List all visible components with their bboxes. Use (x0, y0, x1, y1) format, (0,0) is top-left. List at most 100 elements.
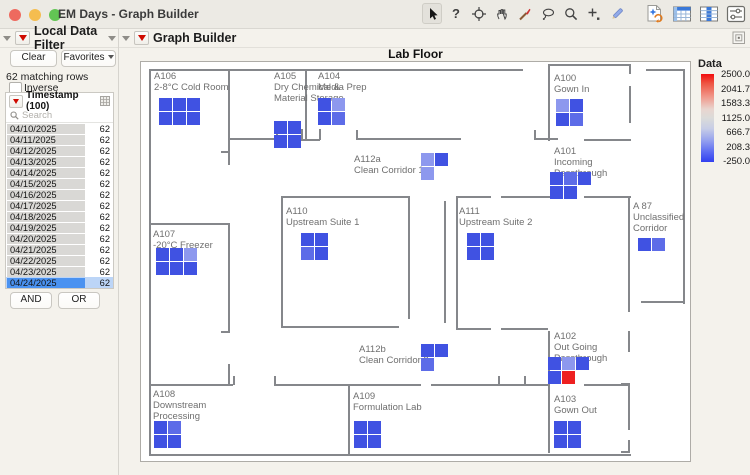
heat-cell[interactable] (554, 435, 567, 448)
heat-cell[interactable] (548, 371, 561, 384)
heat-cell[interactable] (274, 121, 287, 134)
heat-cell[interactable] (154, 435, 167, 448)
heat-cell[interactable] (318, 98, 331, 111)
heat-cell[interactable] (301, 247, 314, 260)
heat-cell[interactable] (354, 421, 367, 434)
legend-gradient-bar[interactable] (701, 74, 714, 162)
heat-cell[interactable] (467, 233, 480, 246)
heat-cell[interactable] (173, 112, 186, 125)
heat-cell[interactable] (156, 248, 169, 261)
heat-cell[interactable] (187, 112, 200, 125)
heat-cell[interactable] (170, 248, 183, 261)
heat-cell[interactable] (652, 238, 665, 251)
grid-view-icon[interactable] (100, 96, 110, 106)
heat-cell[interactable] (170, 262, 183, 275)
detach-report-icon[interactable] (732, 31, 746, 45)
or-button[interactable]: OR (58, 292, 100, 309)
heat-cell[interactable] (315, 247, 328, 260)
heat-cell[interactable] (187, 98, 200, 111)
heat-cell[interactable] (435, 153, 448, 166)
heat-cell[interactable] (562, 357, 575, 370)
annotate-button[interactable] (585, 4, 603, 23)
heat-cell[interactable] (638, 238, 651, 251)
graph-red-triangle-menu[interactable] (134, 31, 149, 45)
heat-cell[interactable] (184, 262, 197, 275)
and-button[interactable]: AND (10, 292, 52, 309)
search-input[interactable]: Search (6, 109, 113, 123)
heat-cell[interactable] (556, 113, 569, 126)
heat-cell[interactable] (301, 233, 314, 246)
heat-cell[interactable] (568, 421, 581, 434)
heat-cell[interactable] (481, 247, 494, 260)
heat-cell[interactable] (318, 112, 331, 125)
heat-cell[interactable] (467, 247, 480, 260)
heat-cell[interactable] (562, 371, 575, 384)
heat-cell[interactable] (315, 233, 328, 246)
heat-cell[interactable] (168, 421, 181, 434)
heat-cell[interactable] (554, 421, 567, 434)
heat-cell[interactable] (568, 435, 581, 448)
data-table-button[interactable] (671, 3, 693, 24)
minimize-window-button[interactable] (29, 9, 41, 21)
heat-cell[interactable] (570, 113, 583, 126)
heat-cell[interactable] (556, 99, 569, 112)
close-window-button[interactable] (9, 9, 21, 21)
collapse-filter-icon[interactable] (3, 35, 11, 41)
heat-cell[interactable] (354, 435, 367, 448)
favorites-button[interactable]: Favorites (61, 50, 116, 67)
control-panel-button[interactable] (725, 3, 747, 24)
filter-red-triangle-menu[interactable] (15, 31, 30, 45)
help-button[interactable]: ? (447, 4, 465, 23)
clear-button[interactable]: Clear (10, 50, 57, 67)
lasso-button[interactable] (539, 4, 557, 23)
crosshair-button[interactable] (470, 4, 488, 23)
heat-cell[interactable] (288, 121, 301, 134)
heat-cell[interactable] (368, 435, 381, 448)
heat-cell[interactable] (173, 98, 186, 111)
filter-dock-icon[interactable] (108, 35, 116, 41)
pencil-button[interactable] (608, 4, 626, 23)
heat-cell[interactable] (421, 344, 434, 357)
heat-cell[interactable] (421, 167, 434, 180)
timestamp-red-triangle-menu[interactable] (9, 94, 23, 108)
heat-cell[interactable] (332, 112, 345, 125)
heat-cell[interactable] (421, 153, 434, 166)
heat-cell[interactable] (421, 358, 434, 371)
heat-cell[interactable] (578, 172, 591, 185)
heat-cell[interactable] (154, 421, 167, 434)
heat-cell[interactable] (288, 135, 301, 148)
heat-cell[interactable] (576, 357, 589, 370)
heat-cell[interactable] (550, 186, 563, 199)
select-cursor-button[interactable] (422, 3, 442, 24)
heat-cell[interactable] (156, 262, 169, 275)
heat-cell[interactable] (332, 98, 345, 111)
grabber-button[interactable] (493, 4, 511, 23)
columns-view-button[interactable] (698, 3, 720, 24)
heat-cell[interactable] (564, 186, 577, 199)
collapse-graph-icon[interactable] (122, 35, 130, 41)
heat-cell[interactable] (570, 99, 583, 112)
heat-cell[interactable] (548, 357, 561, 370)
magnifier-button[interactable] (562, 4, 580, 23)
heat-cell[interactable] (435, 344, 448, 357)
heat-cell[interactable] (564, 172, 577, 185)
rerun-script-button[interactable] (644, 3, 666, 24)
zoom-window-button[interactable] (49, 9, 61, 21)
heat-cell[interactable] (159, 98, 172, 111)
brush-button[interactable] (516, 4, 534, 23)
heat-cell[interactable] (184, 248, 197, 261)
